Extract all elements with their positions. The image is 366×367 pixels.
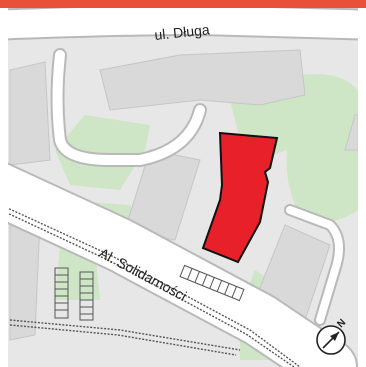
- park-west: [55, 115, 150, 190]
- frame-right: [358, 8, 366, 367]
- track-north-1: [0, 203, 301, 367]
- road-loop: [52, 50, 205, 165]
- building-northwest: [9, 61, 51, 166]
- track-south-1: [9, 319, 241, 351]
- parking-row-2: [79, 271, 94, 321]
- frame-left: [0, 8, 8, 367]
- road-dluga: [0, 6, 366, 39]
- top-bar: [0, 0, 366, 8]
- building-center: [124, 149, 201, 241]
- road-solidarnosci: [0, 161, 356, 367]
- road-east: [286, 206, 343, 324]
- street-label-dluga: ul. Długa: [154, 21, 211, 43]
- north-arrow-icon: N: [316, 317, 348, 355]
- roads: [0, 4, 366, 367]
- tram-tracks: [0, 203, 301, 367]
- parking-row-1: [54, 267, 69, 319]
- parking: [54, 264, 245, 321]
- track-south-2: [9, 324, 237, 356]
- track-north-2: [0, 208, 295, 367]
- building-north-block: [99, 49, 306, 111]
- park-east: [286, 74, 358, 222]
- highlighted-building[interactable]: [201, 131, 279, 264]
